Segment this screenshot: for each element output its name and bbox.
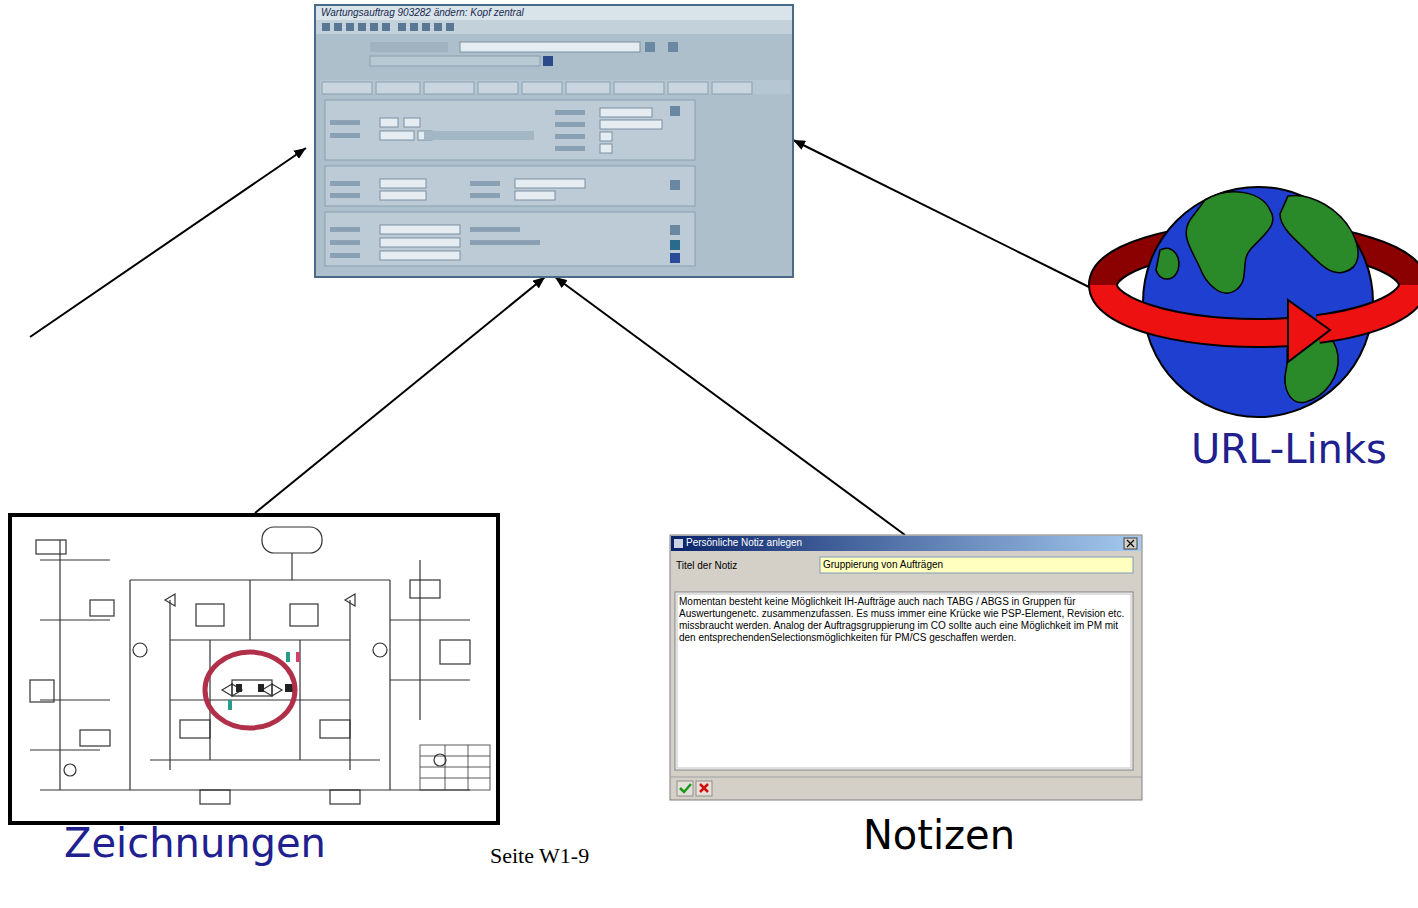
text-holder: Zeichnungen <box>64 820 326 866</box>
text-holder: Seite W1-9 <box>490 843 589 869</box>
globe-icon <box>1103 187 1413 417</box>
dialog-title: Persönliche Notiz anlegen <box>686 536 802 550</box>
caption: Zeichnungen <box>64 820 326 866</box>
connector-arrow <box>793 140 1095 290</box>
page-number: Seite W1-9 <box>490 843 589 869</box>
connector-arrow <box>555 277 905 535</box>
leader-arrow <box>30 148 306 337</box>
url-globe: URL-Links <box>1095 168 1415 478</box>
drawing-frame: Zeichnungen <box>8 513 500 883</box>
caption: URL-Links <box>1191 426 1387 472</box>
connector-arrow <box>255 277 545 513</box>
note-body: Momentan besteht keine Möglichkeit IH-Au… <box>679 596 1129 644</box>
text-holder: Notizen <box>863 812 1015 858</box>
window-title: Wartungsauftrag 903282 ändern: Kopf zent… <box>321 7 524 18</box>
field-value: Gruppierung von Aufträgen <box>823 559 943 570</box>
piping-drawing <box>10 515 498 823</box>
notes-window: Persönliche Notiz anlegenTitel der Notiz… <box>670 535 1142 870</box>
text-holder: Persönliche Notiz anlegen <box>686 536 802 550</box>
sap-window: Wartungsauftrag 903282 ändern: Kopf zent… <box>315 5 793 277</box>
notes-dialog <box>670 535 1142 800</box>
sap-screenshot <box>315 5 793 277</box>
text-holder: Titel der Notiz <box>676 560 737 571</box>
caption: Notizen <box>863 812 1015 858</box>
text-holder: URL-Links <box>1191 426 1387 472</box>
field-label: Titel der Notiz <box>676 560 737 571</box>
text-holder: Gruppierung von Aufträgen <box>823 559 943 570</box>
text-holder: Wartungsauftrag 903282 ändern: Kopf zent… <box>321 7 524 18</box>
text-holder: Momentan besteht keine Möglichkeit IH-Au… <box>679 596 1129 644</box>
